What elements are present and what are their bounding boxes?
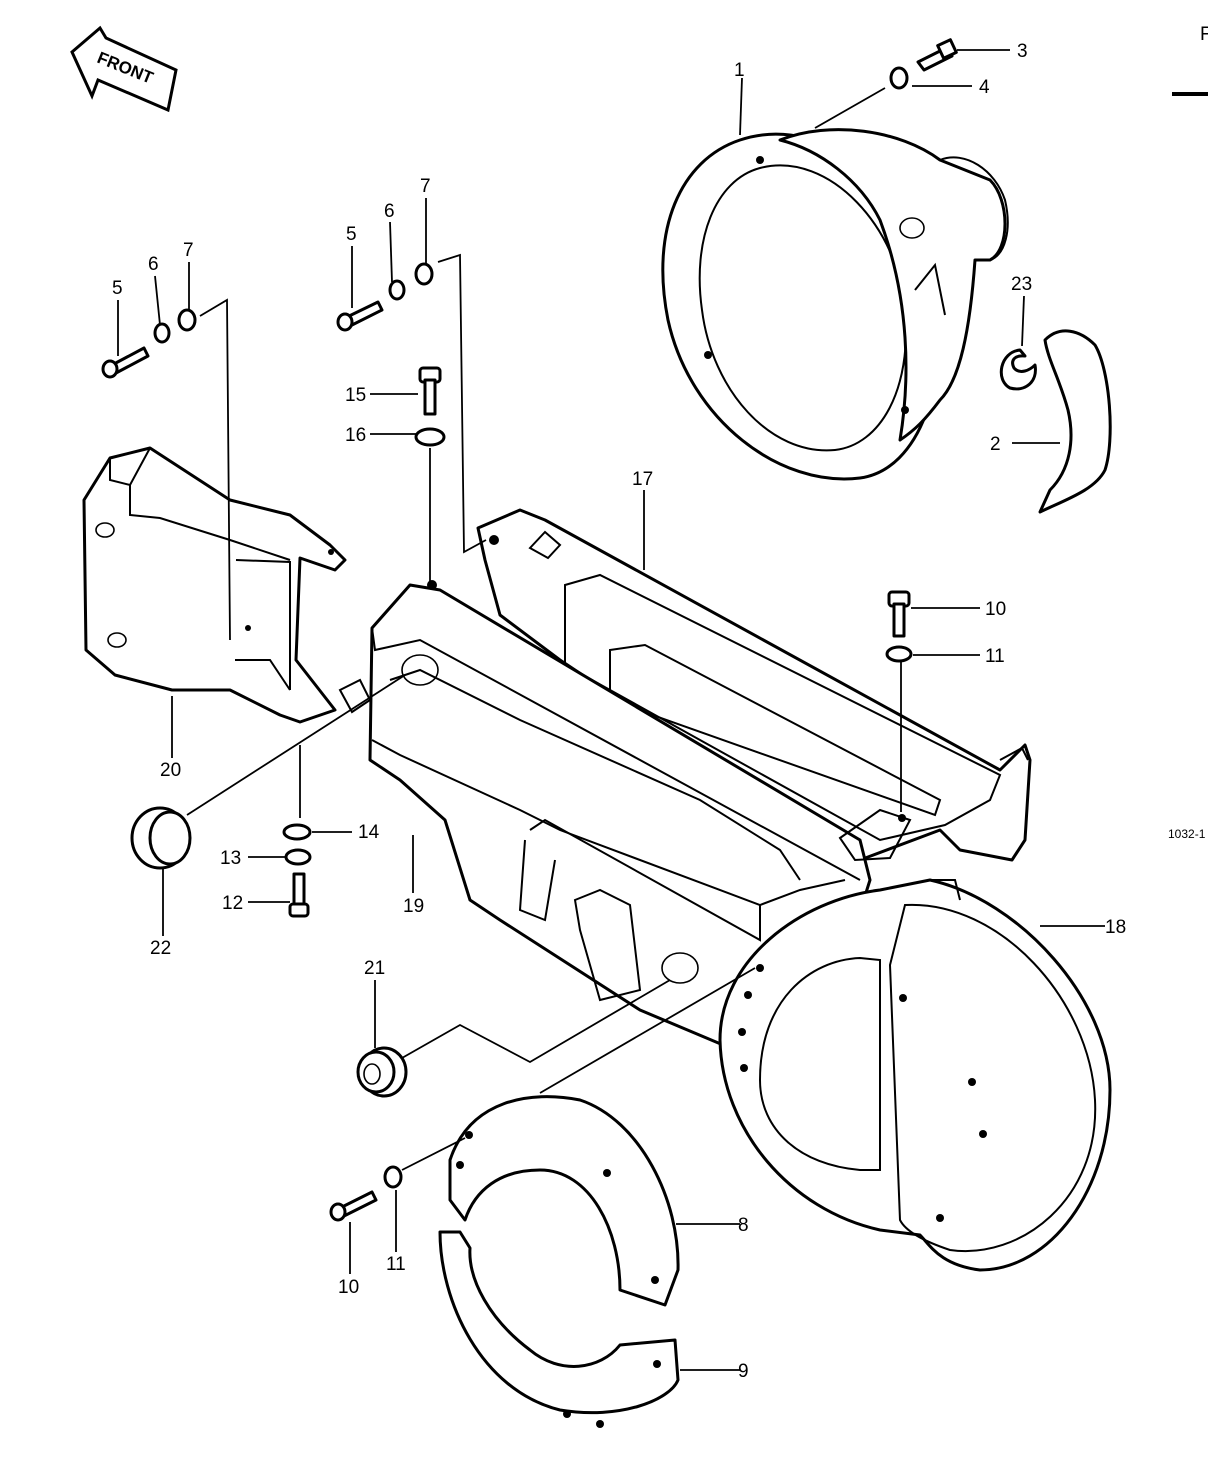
callout-14: 14	[358, 822, 380, 843]
callout-15: 15	[345, 385, 366, 406]
callout-7-left: 7	[183, 240, 194, 261]
plug-22	[130, 806, 192, 870]
bolt-15	[418, 366, 442, 416]
washer-7-center	[414, 262, 434, 286]
callout-19: 19	[403, 896, 424, 917]
lockwasher-13	[284, 848, 312, 866]
callout-5-left: 5	[112, 278, 123, 299]
callout-6-left: 6	[148, 254, 159, 275]
bolt-10-lower	[329, 1190, 378, 1222]
washer-16	[414, 427, 446, 447]
callout-2: 2	[990, 434, 1001, 455]
callout-7-center: 7	[420, 176, 431, 197]
visor-strip	[1038, 329, 1112, 514]
callout-11-right: 11	[985, 646, 1005, 667]
lockwasher-6-center	[388, 279, 406, 301]
front-arrow-icon: FRONT	[70, 25, 178, 113]
bolt-12	[288, 872, 310, 918]
corner-letter: F	[1200, 24, 1208, 45]
callout-18: 18	[1105, 917, 1126, 938]
callout-5-center: 5	[346, 224, 357, 245]
washer-7-left	[177, 308, 197, 332]
drum-cover-18	[718, 878, 1112, 1272]
drawing-code: 1032-1	[1168, 827, 1206, 841]
headlamp-housing	[661, 128, 1009, 481]
callout-21: 21	[364, 958, 385, 979]
washer-11-right	[885, 645, 913, 663]
callout-12: 12	[222, 893, 243, 914]
callout-17: 17	[632, 469, 653, 490]
washer-4	[889, 66, 909, 90]
callout-22: 22	[150, 938, 171, 959]
callout-labels: 3 4 1 23 2 5 6 7 5 6 7 15 16 17 10 11 18…	[112, 41, 1126, 1382]
callout-20: 20	[160, 760, 181, 781]
callout-6-center: 6	[384, 201, 395, 222]
half-ring-8	[448, 1095, 680, 1307]
washer-14	[282, 823, 312, 841]
callout-13: 13	[220, 848, 241, 869]
callout-16: 16	[345, 425, 366, 446]
leader-lines	[117, 49, 1105, 1371]
main-cover-19	[338, 580, 912, 1052]
bolt-10-right	[887, 590, 911, 638]
clip-23	[999, 348, 1037, 391]
bolt-3	[916, 38, 958, 72]
screw-5-center	[336, 300, 384, 332]
callout-4: 4	[979, 77, 990, 98]
screw-5-left	[101, 346, 150, 379]
callout-11-lower: 11	[386, 1254, 406, 1275]
half-ring-9	[438, 1230, 680, 1428]
callout-1: 1	[734, 60, 745, 81]
callout-8: 8	[738, 1215, 749, 1236]
callout-10-right: 10	[985, 599, 1006, 620]
bracket-20	[82, 446, 347, 724]
callout-9: 9	[738, 1361, 749, 1382]
callout-3: 3	[1017, 41, 1028, 62]
callout-23: 23	[1011, 274, 1032, 295]
callout-10-lower: 10	[338, 1277, 359, 1298]
washer-11-lower	[383, 1165, 403, 1189]
grommet-21	[356, 1046, 408, 1098]
lockwasher-6-left	[153, 322, 171, 344]
